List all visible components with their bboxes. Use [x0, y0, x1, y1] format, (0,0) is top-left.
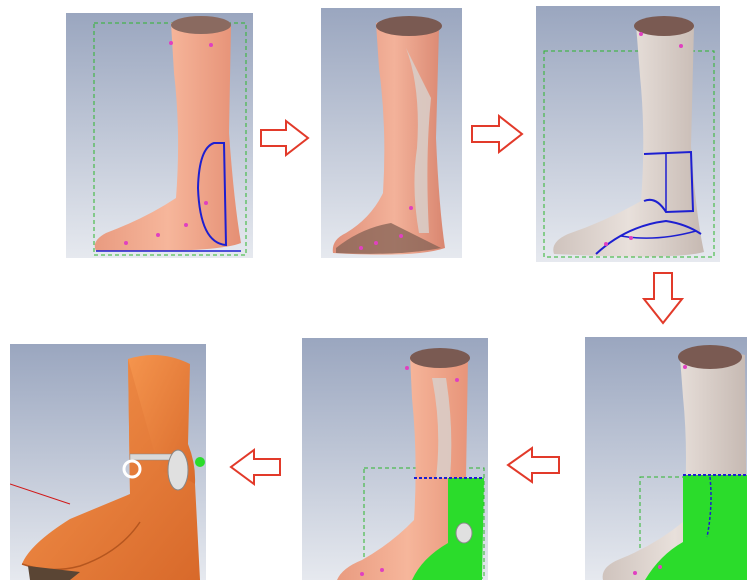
leg-model-step-2 [321, 8, 462, 258]
panel-step-1 [66, 13, 253, 258]
left-arrow-icon [229, 448, 282, 486]
leg-model-step-3 [536, 6, 720, 262]
orthosis-model-step-6 [10, 344, 206, 580]
leg-model-step-1 [66, 13, 253, 258]
right-arrow-icon [470, 114, 524, 154]
right-arrow-icon [259, 119, 310, 157]
panel-step-4 [585, 337, 747, 580]
leg-model-step-5 [302, 338, 488, 580]
leg-model-step-4 [585, 337, 747, 580]
panel-step-3 [536, 6, 720, 262]
down-arrow-icon [642, 271, 684, 325]
left-arrow-icon [506, 446, 561, 484]
panel-step-2 [321, 8, 462, 258]
panel-step-6 [10, 344, 206, 580]
panel-step-5 [302, 338, 488, 580]
